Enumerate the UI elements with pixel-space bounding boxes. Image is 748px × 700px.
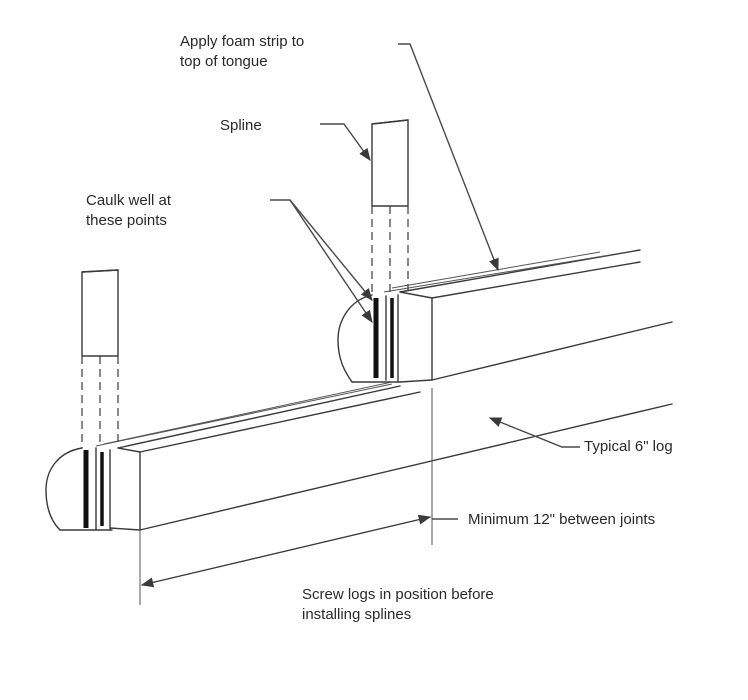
screw-logs-label-line-1: Screw logs in position before — [302, 586, 494, 603]
foam-strip-label: Apply foam strip to top of tongue — [180, 32, 304, 72]
typical-log-label: Typical 6" log — [584, 438, 673, 455]
right-log-top-edge-2 — [431, 261, 641, 299]
foam-strip-label-line-2: top of tongue — [180, 53, 268, 70]
main-log-base — [109, 527, 141, 531]
spline-right — [371, 119, 409, 294]
spline-label: Spline — [220, 117, 262, 134]
main-log-top-edge — [117, 385, 401, 449]
right-log-bevel — [399, 291, 433, 299]
right-log-end-curve — [337, 294, 373, 383]
right-log-foam-strip — [391, 251, 601, 289]
main-log-bottom-edge — [139, 403, 673, 531]
right-log-bottom-edge — [431, 321, 673, 381]
foam-strip-label-line-1: Apply foam strip to — [180, 33, 305, 50]
caulk-label-line-1: Caulk well at — [86, 192, 172, 209]
spline-leader — [320, 123, 371, 162]
main-log-foam-strip — [103, 381, 393, 445]
minimum-joints-label: Minimum 12" between joints — [468, 511, 656, 528]
main-log-tongue — [95, 383, 393, 447]
spline-left — [81, 269, 119, 448]
right-log — [337, 249, 673, 383]
screw-logs-label: Screw logs in position before installing… — [302, 585, 494, 625]
right-log-tongue — [383, 254, 611, 293]
right-log-base — [399, 379, 433, 383]
caulk-leader-upper — [289, 199, 373, 301]
spline-right-top — [371, 119, 409, 125]
typical-log-leader — [488, 417, 580, 448]
spline-right-body — [371, 119, 409, 207]
main-log-bevel — [117, 447, 141, 453]
main-log-top-edge-2 — [139, 391, 421, 453]
caulk-label: Caulk well at these points — [86, 191, 171, 231]
spline-left-top — [81, 269, 119, 273]
screw-logs-label-line-2: installing splines — [302, 606, 412, 623]
spline-left-body — [81, 269, 119, 357]
caulk-leader-right — [270, 199, 373, 324]
caulk-label-line-2: these points — [86, 212, 167, 229]
foam-strip-leader — [398, 43, 499, 272]
main-log-end-curve — [45, 447, 83, 531]
main-log — [45, 381, 673, 531]
dimension-line — [140, 514, 432, 588]
